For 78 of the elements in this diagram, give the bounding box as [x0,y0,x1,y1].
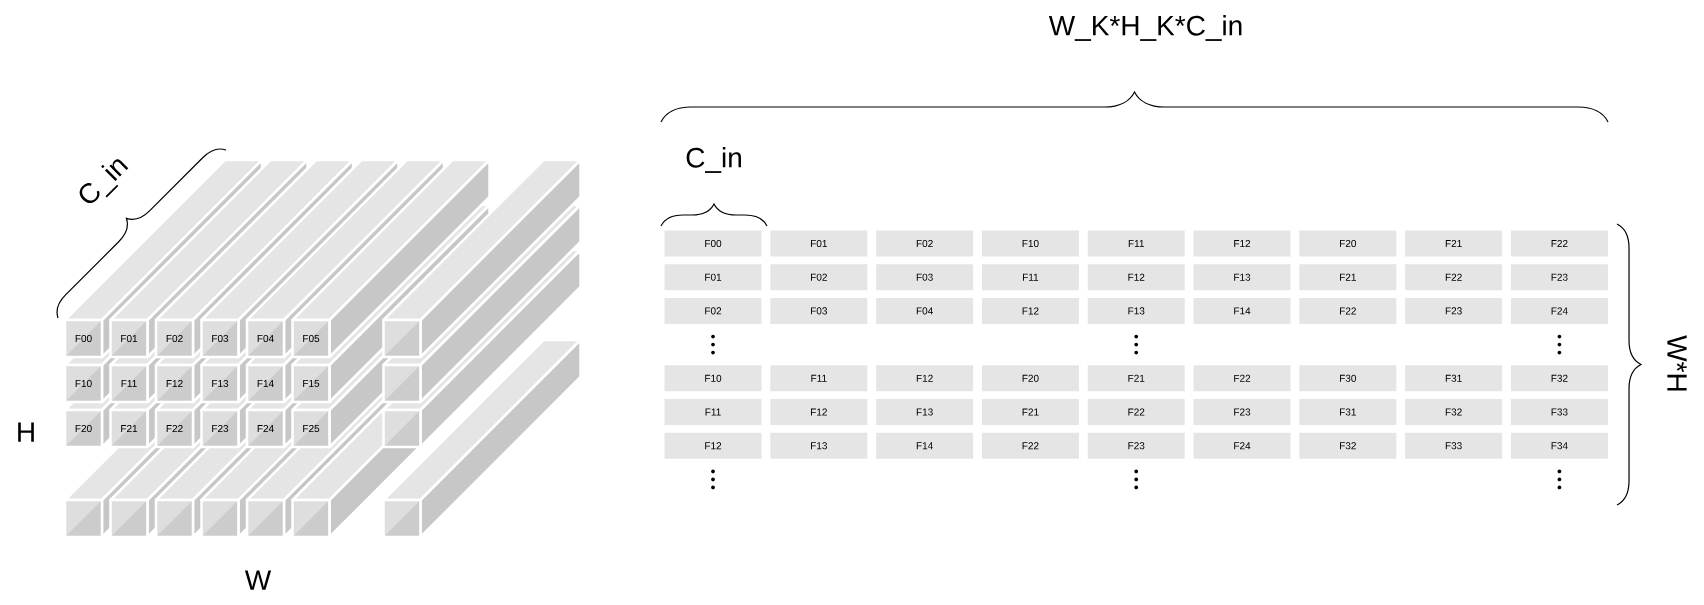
table-cell: F22 [1087,399,1185,425]
feature-label: F00 [75,334,92,343]
feature-label: F25 [303,424,320,433]
table-cell: F22 [1510,230,1608,257]
table-cell: F01 [770,230,868,257]
feature-label: F14 [257,380,274,387]
feature-label: F03 [212,334,229,343]
feature-label: F21 [121,425,138,432]
feature-label: F22 [166,425,183,432]
table-cell: F02 [664,297,762,324]
table-cell: F12 [876,365,974,392]
feature-label: F24 [257,425,274,432]
feature-label: F01 [121,334,138,343]
table-cell: F12 [770,399,868,425]
table-cell: F21 [1299,264,1397,291]
table-cell: F23 [1405,297,1503,324]
feature-label: F02 [166,334,183,343]
feature-label: F10 [75,379,92,388]
dimension-label: W_K*H_K*C_in [1048,15,1242,41]
table-cell: F14 [1193,297,1291,324]
table-cell: F20 [981,365,1079,392]
table-cell: F33 [1510,399,1608,425]
table-cell: F32 [1299,432,1397,459]
feature-label: F11 [121,380,137,387]
dimension-label: W*H [1667,335,1687,391]
feature-label: F05 [303,334,320,343]
table-cell: F13 [1087,297,1185,324]
table-cell: F02 [876,230,974,257]
feature-label: F12 [166,380,183,387]
table-cell: F14 [876,432,974,459]
table-cell: F24 [1193,432,1291,459]
table-cell: F13 [1193,264,1291,291]
table-cell: F12 [981,297,1079,324]
feature-label: F15 [303,380,320,387]
table-cell: F04 [876,297,974,324]
table-cell: F24 [1510,297,1608,324]
table-cell: F31 [1405,365,1503,392]
table-cell: F22 [981,432,1079,459]
feature-label: F20 [75,424,92,433]
table-cell: F13 [876,399,974,425]
table-cell: F34 [1510,432,1608,459]
table-cell: F21 [1405,230,1503,257]
table-cell: F12 [664,432,762,459]
table-cell: F10 [981,230,1079,257]
table-cell: F10 [664,365,762,392]
table-cell: F30 [1299,365,1397,392]
table-cell: F23 [1510,264,1608,291]
dimension-label: W [244,570,272,590]
table-cell: F21 [1087,365,1185,392]
table-cell: F21 [981,399,1079,425]
table-cell: F11 [770,365,868,392]
table-cell: F13 [770,432,868,459]
table-cell: F02 [770,264,868,291]
table-cell: F12 [1193,230,1291,257]
table-cell: F32 [1510,365,1608,392]
table-cell: F11 [1087,230,1185,257]
dimension-label: C_in [79,159,129,204]
feature-label: F23 [212,424,229,433]
table-cell: F23 [1193,399,1291,425]
table-cell: F03 [876,264,974,291]
table-cell: F32 [1405,399,1503,425]
table-cell: F11 [981,264,1079,291]
table-cell: F22 [1193,365,1291,392]
table-cell: F23 [1087,432,1185,459]
dimension-label: C_in [686,147,741,173]
feature-label: F13 [212,379,229,388]
feature-label: F04 [257,334,274,343]
table-cell: F01 [664,264,762,291]
table-cell: F31 [1299,399,1397,425]
table-cell: F22 [1405,264,1503,291]
table-cell: F11 [664,399,762,425]
table-cell: F22 [1299,297,1397,324]
table-cell: F33 [1405,432,1503,459]
table-cell: F00 [664,230,762,257]
table-cell: F03 [770,297,868,324]
dimension-label: H [18,422,34,442]
table-cell: F12 [1087,264,1185,291]
table-cell: F20 [1299,230,1397,257]
